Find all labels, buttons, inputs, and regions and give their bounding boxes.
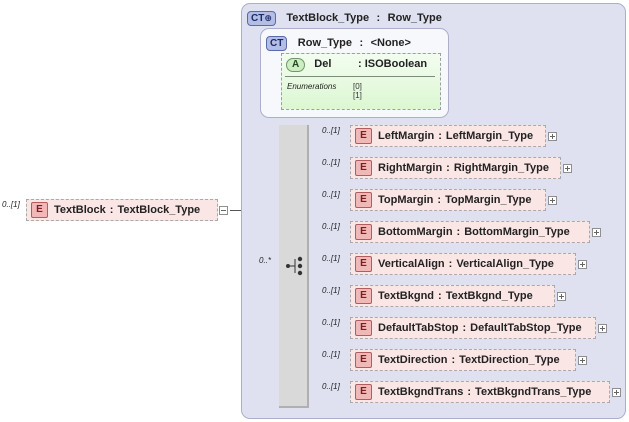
- child-cardinality: 0..[1]: [322, 190, 340, 199]
- child-element-textbkgndtrans[interactable]: E TextBkgndTrans:TextBkgndTrans_Type: [350, 381, 610, 403]
- element-type: TextDirection_Type: [459, 354, 560, 366]
- child-element-leftmargin[interactable]: E LeftMargin:LeftMargin_Type: [350, 125, 546, 147]
- complex-type-badge: CT⊕: [247, 11, 276, 26]
- element-badge: E: [355, 320, 372, 336]
- separator: :: [448, 258, 453, 270]
- separator: :: [451, 354, 456, 366]
- element-name: BottomMargin: [378, 226, 453, 238]
- element-badge: E: [355, 256, 372, 272]
- enumerations-label: Enumerations: [287, 82, 337, 91]
- child-element-textbkgnd[interactable]: E TextBkgnd:TextBkgnd_Type: [350, 285, 555, 307]
- element-badge: E: [355, 160, 372, 176]
- attribute-name: Del: [314, 58, 332, 70]
- separator: :: [359, 37, 364, 49]
- expand-icon[interactable]: [557, 292, 566, 301]
- element-badge: E: [355, 352, 372, 368]
- expand-icon[interactable]: [612, 388, 621, 397]
- separator: :: [109, 204, 114, 216]
- child-cardinality: 0..[1]: [322, 350, 340, 359]
- expand-icon[interactable]: [548, 196, 557, 205]
- element-badge: E: [355, 384, 372, 400]
- element-type: LeftMargin_Type: [445, 130, 534, 142]
- expand-icon[interactable]: [563, 164, 572, 173]
- child-cardinality: 0..[1]: [322, 254, 340, 263]
- child-element-defaulttabstop[interactable]: E DefaultTabStop:DefaultTabStop_Type: [350, 317, 596, 339]
- separator: :: [438, 130, 442, 142]
- child-element-rightmargin[interactable]: E RightMargin:RightMargin_Type: [350, 157, 561, 179]
- expand-icon[interactable]: [592, 228, 601, 237]
- element-type: TextBkgndTrans_Type: [475, 386, 592, 398]
- child-element-topmargin[interactable]: E TopMargin:TopMargin_Type: [350, 189, 546, 211]
- separator: :: [462, 322, 467, 334]
- element-type: BottomMargin_Type: [464, 226, 570, 238]
- separator: :: [376, 12, 381, 24]
- root-element-name: TextBlock: [54, 204, 106, 216]
- element-name: TopMargin: [378, 194, 434, 206]
- child-cardinality: 0..[1]: [322, 126, 340, 135]
- attribute-type: ISOBoolean: [364, 58, 428, 70]
- separator: :: [438, 290, 442, 302]
- element-badge: E: [355, 128, 372, 144]
- element-name: RightMargin: [378, 162, 443, 174]
- root-element-type: TextBlock_Type: [117, 204, 201, 216]
- root-cardinality: 0..[1]: [2, 200, 20, 209]
- element-badge: E: [355, 224, 372, 240]
- element-name: TextBkgnd: [378, 290, 435, 302]
- element-type: DefaultTabStop_Type: [470, 322, 582, 334]
- base-type-badge: CT: [266, 36, 288, 51]
- child-element-textdirection[interactable]: E TextDirection:TextDirection_Type: [350, 349, 576, 371]
- element-type: VerticalAlign_Type: [456, 258, 554, 270]
- separator: :: [467, 386, 472, 398]
- element-type: TextBkgnd_Type: [445, 290, 533, 302]
- element-type: RightMargin_Type: [453, 162, 549, 174]
- complex-type-header: CT⊕ TextBlock_Type : Row_Type: [247, 8, 442, 26]
- base-type-base: <None>: [370, 37, 411, 49]
- attribute-badge: A: [286, 58, 306, 72]
- expand-icon[interactable]: [578, 356, 587, 365]
- enumeration-value: [0]: [353, 82, 362, 91]
- element-name: DefaultTabStop: [378, 322, 459, 334]
- element-name: LeftMargin: [378, 130, 435, 142]
- separator: :: [437, 194, 442, 206]
- separator: :: [446, 162, 450, 174]
- base-type-name: Row_Type: [297, 37, 352, 49]
- child-element-bottommargin[interactable]: E BottomMargin:BottomMargin_Type: [350, 221, 590, 243]
- complex-type-base: Row_Type: [387, 12, 442, 24]
- enumeration-value: [1]: [353, 91, 362, 100]
- attribute-divider: [285, 76, 435, 77]
- expand-icon[interactable]: [578, 260, 587, 269]
- sequence-cardinality: 0..*: [259, 256, 272, 265]
- attribute-header: A Del : ISOBoolean: [286, 58, 438, 72]
- child-cardinality: 0..[1]: [322, 158, 340, 167]
- sequence-icon: [285, 256, 305, 281]
- expand-icon[interactable]: [598, 324, 607, 333]
- element-badge: E: [355, 192, 372, 208]
- element-type: TopMargin_Type: [445, 194, 532, 206]
- base-type-header: CT Row_Type : <None>: [266, 33, 411, 51]
- element-badge: E: [355, 288, 372, 304]
- child-cardinality: 0..[1]: [322, 222, 340, 231]
- root-element-textblock[interactable]: E TextBlock : TextBlock_Type: [26, 199, 218, 221]
- element-name: TextDirection: [378, 354, 448, 366]
- collapse-toggle-icon[interactable]: [219, 206, 228, 215]
- expand-icon[interactable]: [548, 132, 557, 141]
- element-name: VerticalAlign: [378, 258, 445, 270]
- child-cardinality: 0..[1]: [322, 286, 340, 295]
- complex-type-name: TextBlock_Type: [286, 12, 370, 24]
- attribute-del[interactable]: [281, 53, 441, 110]
- separator: :: [456, 226, 461, 238]
- child-cardinality: 0..[1]: [322, 382, 340, 391]
- attribute-type-group: : ISOBoolean: [358, 58, 428, 70]
- element-badge: E: [31, 202, 48, 218]
- element-name: TextBkgndTrans: [378, 386, 464, 398]
- child-cardinality: 0..[1]: [322, 318, 340, 327]
- child-element-verticalalign[interactable]: E VerticalAlign:VerticalAlign_Type: [350, 253, 576, 275]
